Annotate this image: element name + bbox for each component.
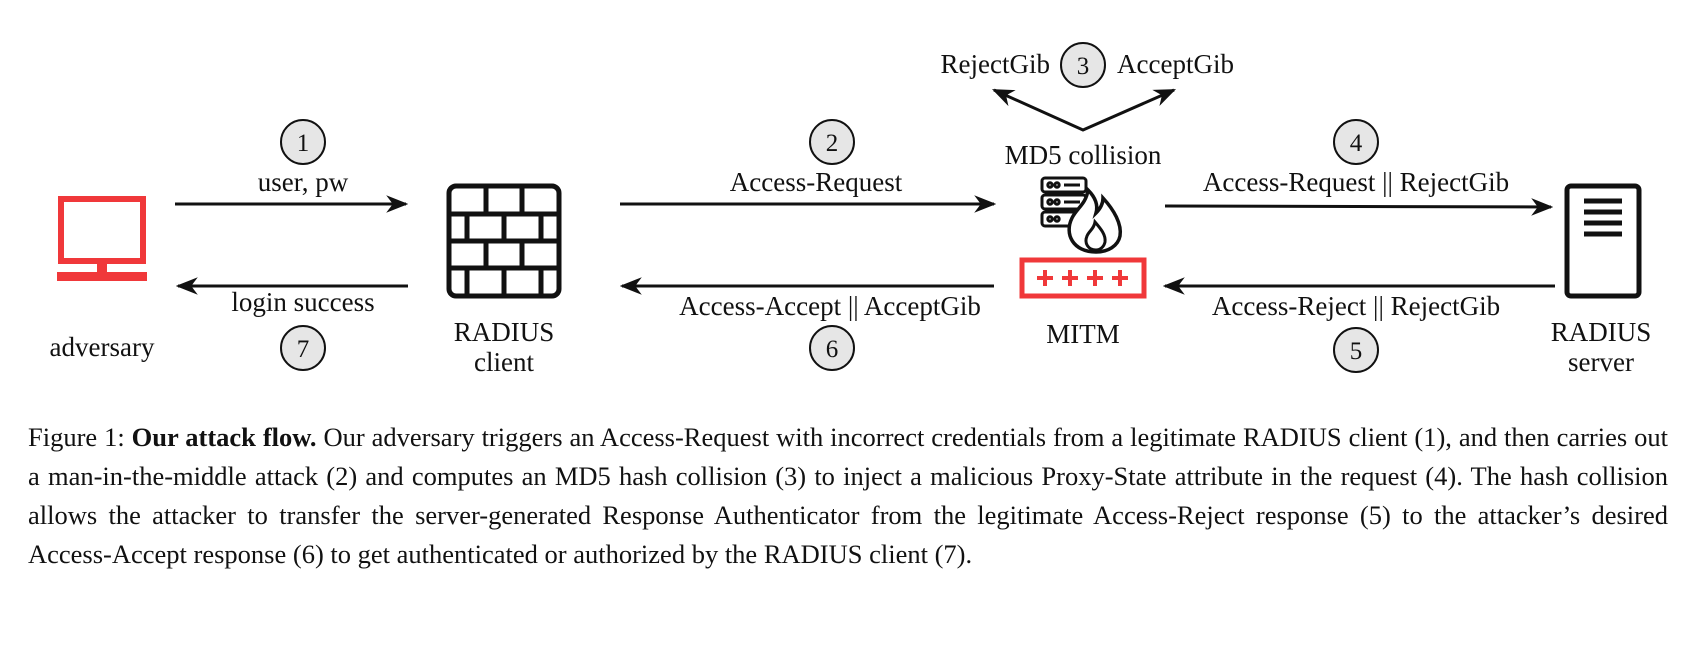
svg-text:5: 5 <box>1350 338 1363 365</box>
computer-monitor-icon <box>57 196 147 281</box>
step-5-badge: 5 <box>1333 327 1379 373</box>
svg-text:7: 7 <box>297 336 310 363</box>
flow-label-1: user, pw <box>258 167 349 197</box>
figure-caption: Figure 1: Our attack flow. Our adversary… <box>28 418 1668 574</box>
server-fire-icon <box>1040 176 1123 254</box>
svg-text:6: 6 <box>826 336 839 363</box>
caption-bold-title: Our attack flow. <box>131 422 317 452</box>
firewall-icon <box>446 183 562 299</box>
caption-text: Our adversary triggers an Access-Request… <box>28 422 1668 569</box>
server-tower-icon <box>1564 183 1642 299</box>
flow-label-6: Access-Accept || AcceptGib <box>679 291 981 321</box>
router-icon <box>1019 257 1147 299</box>
arrow-access-request-rejectgib <box>1164 198 1554 216</box>
step-1-badge: 1 <box>280 119 326 165</box>
attack-flow-diagram: adversary RADIUS client MD5 collision <box>50 42 1652 377</box>
adversary-label: adversary <box>50 332 155 362</box>
collision-left-label: RejectGib <box>941 49 1050 79</box>
collision-right-label: AcceptGib <box>1117 49 1234 79</box>
step-3-badge: 3 <box>1060 42 1106 88</box>
step-7-badge: 7 <box>280 325 326 371</box>
svg-text:2: 2 <box>826 130 839 157</box>
radius-client-label-line2: client <box>474 347 534 377</box>
svg-text:4: 4 <box>1350 130 1363 157</box>
step-2-badge: 2 <box>809 119 855 165</box>
collision-fork-arrows <box>991 88 1177 132</box>
step-4-badge: 4 <box>1333 119 1379 165</box>
step-6-badge: 6 <box>809 325 855 371</box>
md5-collision-label: MD5 collision <box>1005 140 1162 170</box>
svg-text:3: 3 <box>1077 53 1090 80</box>
svg-text:1: 1 <box>297 130 310 157</box>
flow-label-5: Access-Reject || RejectGib <box>1212 291 1500 321</box>
radius-server-label-line2: server <box>1568 347 1634 377</box>
flow-label-7: login success <box>231 287 374 317</box>
mitm-label: MITM <box>1046 319 1120 349</box>
flow-label-2: Access-Request <box>730 167 903 197</box>
caption-prefix: Figure 1: <box>28 422 132 452</box>
radius-client-label-line1: RADIUS <box>454 317 555 347</box>
flow-label-4: Access-Request || RejectGib <box>1203 167 1509 197</box>
radius-server-label-line1: RADIUS <box>1551 317 1652 347</box>
